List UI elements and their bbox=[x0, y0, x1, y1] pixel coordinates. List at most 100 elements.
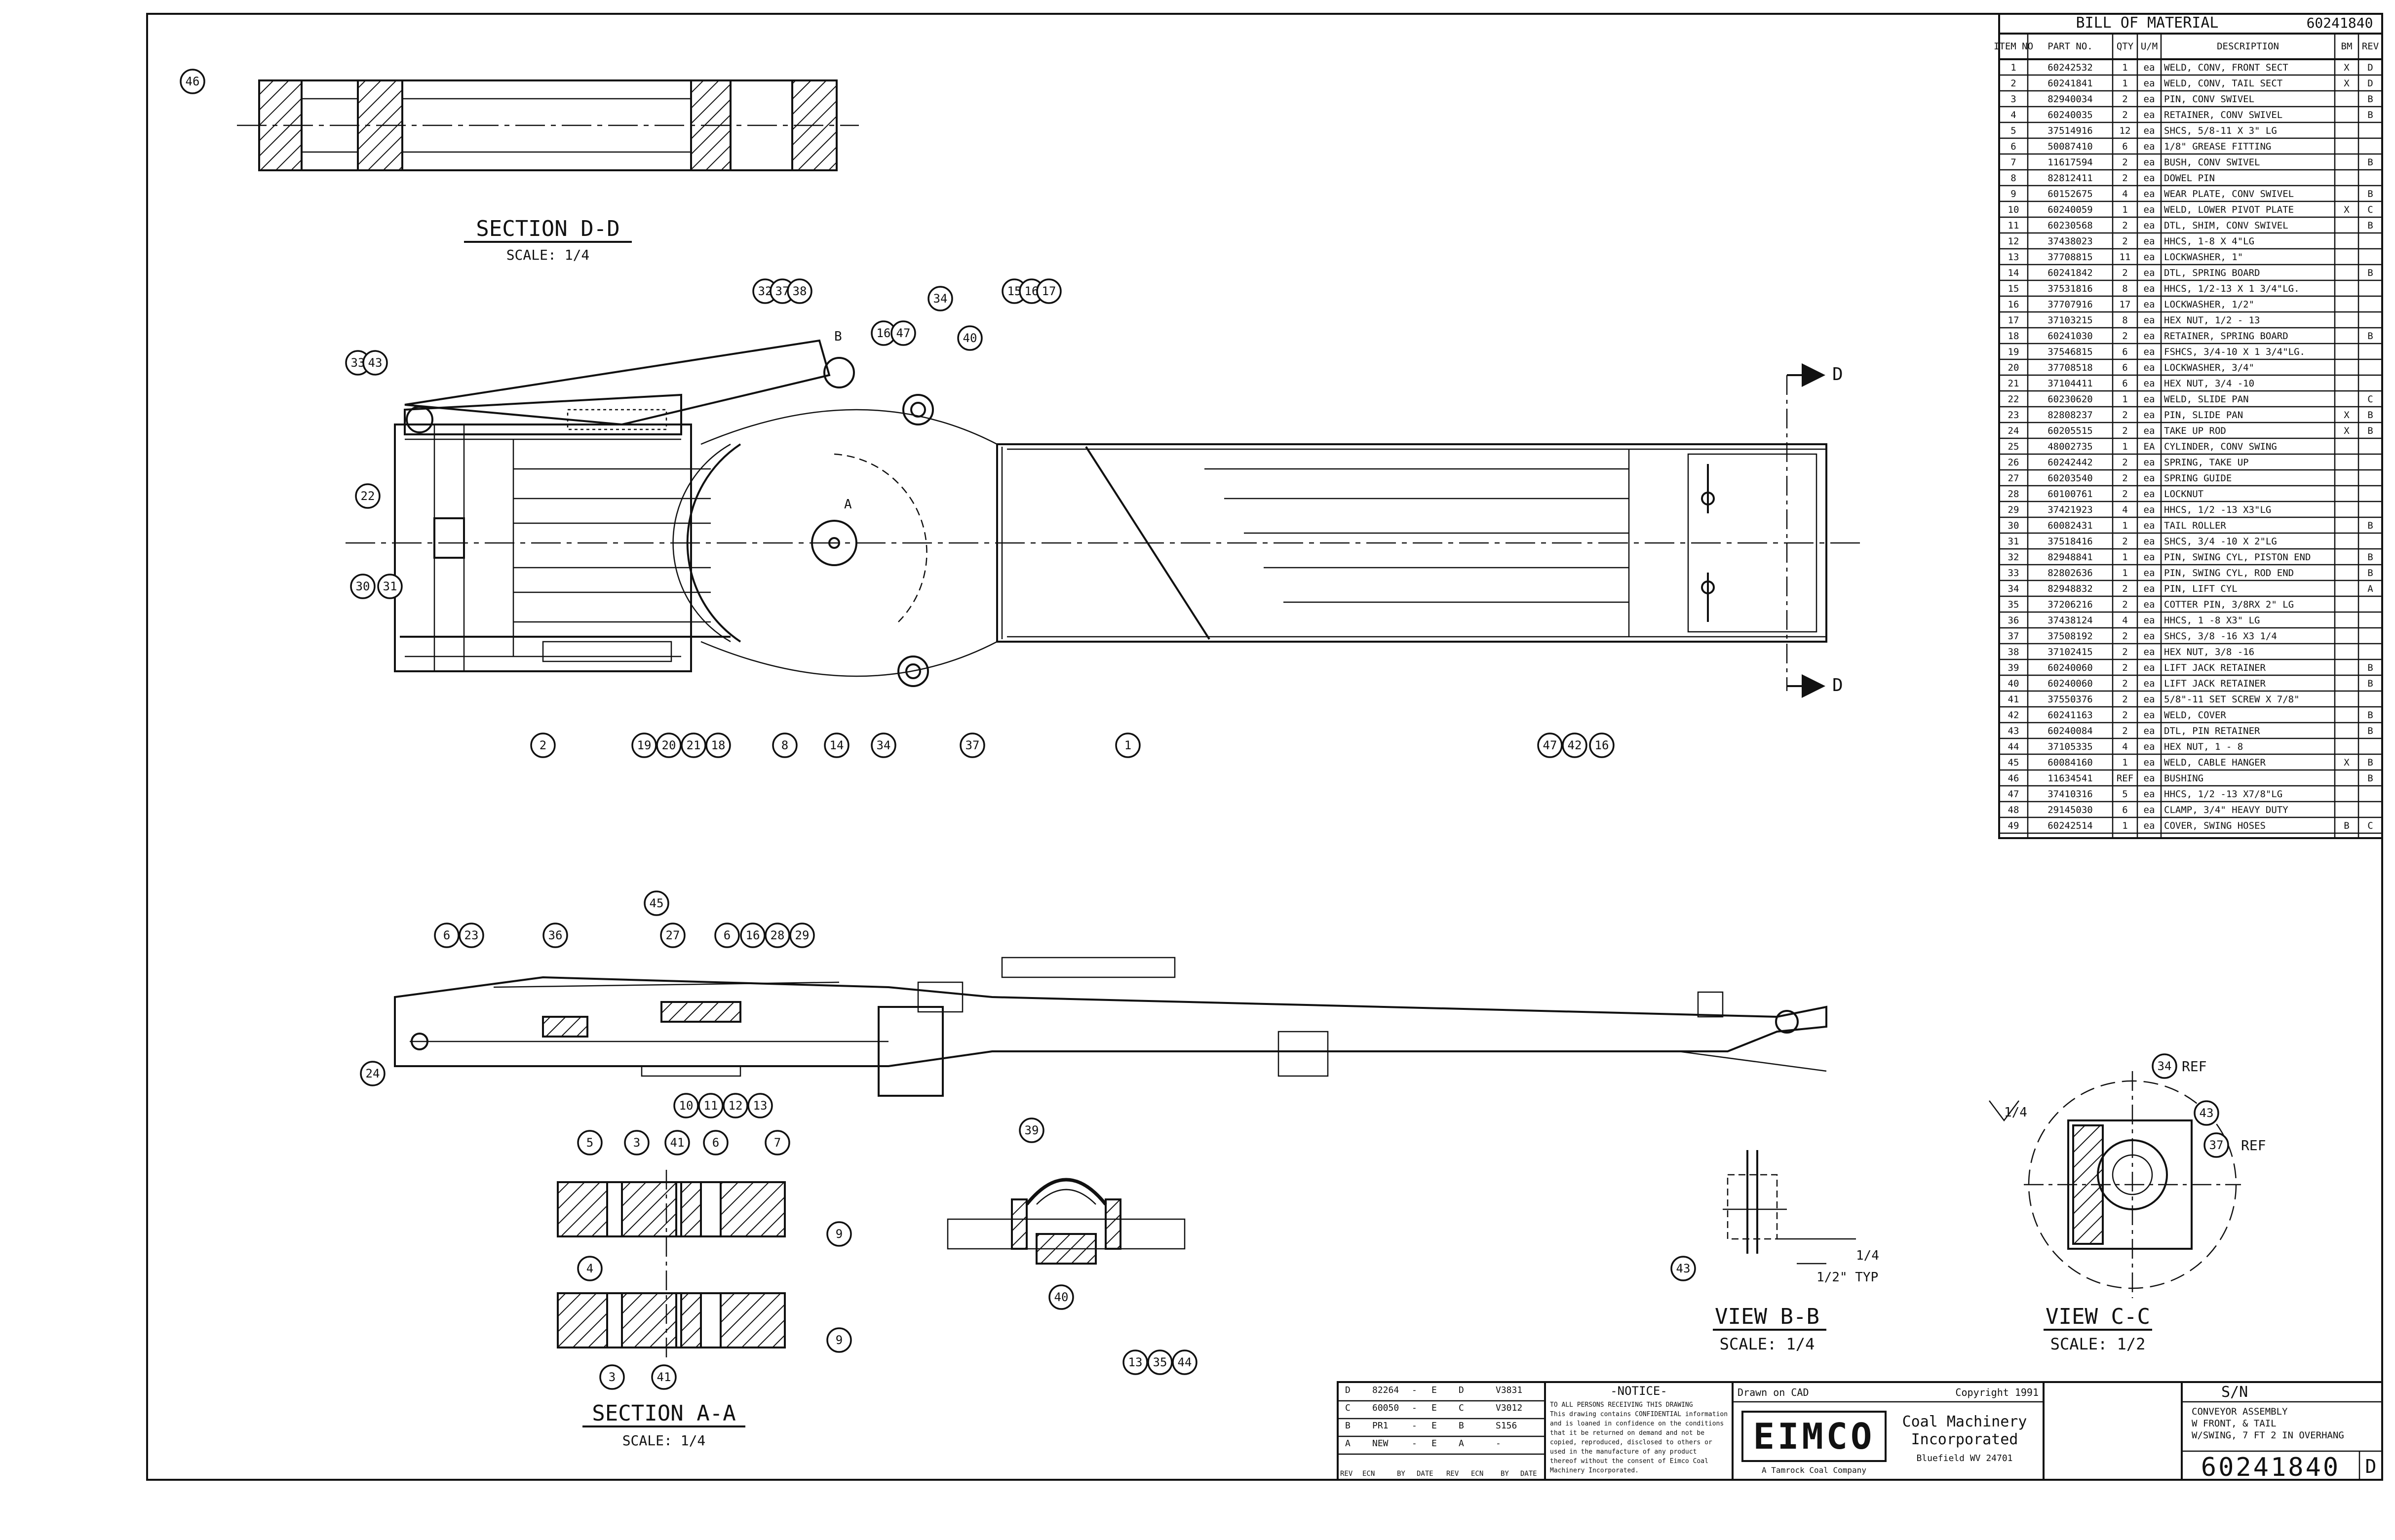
callout-bubble-top: 34 bbox=[871, 732, 896, 758]
bom-cell: 2 bbox=[2122, 268, 2127, 278]
callout-circle bbox=[789, 923, 815, 948]
callout-bubble-detail: 40 bbox=[1048, 1284, 1074, 1310]
callout-circle bbox=[824, 732, 850, 758]
callout-circle bbox=[360, 1061, 386, 1086]
bom-cell: 2 bbox=[2122, 157, 2127, 168]
bom-cell: 60152675 bbox=[2047, 189, 2093, 199]
bom-cell: 43 bbox=[2008, 726, 2019, 736]
callout-circle bbox=[350, 574, 376, 599]
bom-cell: HEX NUT, 1 - 8 bbox=[2164, 741, 2243, 752]
bom-cell: 37438023 bbox=[2047, 236, 2093, 247]
rev-cell: - bbox=[1412, 1421, 1417, 1431]
callout-circle bbox=[1147, 1349, 1173, 1375]
bom-cell: 37531816 bbox=[2047, 283, 2093, 294]
bom-cell: REF bbox=[2117, 773, 2133, 784]
callout-bubble-top: 47 bbox=[890, 320, 916, 346]
bom-cell: HEX NUT, 3/4 -10 bbox=[2164, 378, 2254, 389]
callout-bubble-detail: 41 bbox=[664, 1130, 690, 1155]
bom-cell: A bbox=[2367, 583, 2373, 594]
bom-cell: WELD, SLIDE PAN bbox=[2164, 394, 2249, 405]
callout-circle bbox=[826, 1327, 852, 1353]
callout-circle bbox=[705, 732, 731, 758]
callout-bubble-top: 20 bbox=[656, 732, 682, 758]
rev-cell: - bbox=[1412, 1403, 1417, 1413]
bom-cell: 60242532 bbox=[2047, 62, 2093, 73]
callout-bubble-side: 36 bbox=[542, 923, 568, 948]
callout-circle bbox=[656, 732, 682, 758]
bom-cell: 60240084 bbox=[2047, 726, 2093, 736]
callout-bubble-side: 16 bbox=[740, 923, 766, 948]
bom-cell: B bbox=[2367, 678, 2373, 689]
notice-line: TO ALL PERSONS RECEIVING THIS DRAWING bbox=[1550, 1401, 1693, 1409]
bom-cell: 20 bbox=[2008, 362, 2019, 373]
bom-cell: ea bbox=[2144, 457, 2155, 468]
callout-label: 6 bbox=[443, 928, 450, 942]
bom-cell: WELD, LOWER PIVOT PLATE bbox=[2164, 204, 2294, 215]
bom-cell: 37102415 bbox=[2047, 647, 2093, 657]
bom-cell: B bbox=[2367, 757, 2373, 768]
bom-cell: B bbox=[2367, 773, 2373, 784]
bom-cell: 40 bbox=[2008, 678, 2019, 689]
callout-circle bbox=[2152, 1053, 2177, 1079]
bom-cell: 36 bbox=[2008, 615, 2019, 626]
bom-cell: WELD, COVER bbox=[2164, 710, 2226, 721]
rev-cell: E bbox=[1431, 1385, 1437, 1395]
bom-cell: DTL, PIN RETAINER bbox=[2164, 726, 2260, 736]
callout-bubble-detail: 9 bbox=[826, 1221, 852, 1247]
company-line2: Incorporated bbox=[1911, 1431, 2018, 1448]
callout-label: 41 bbox=[670, 1136, 685, 1150]
bom-cell: 7 bbox=[2010, 157, 2016, 168]
bom-cell: 60240059 bbox=[2047, 204, 2093, 215]
cut-label-a: A bbox=[844, 497, 852, 512]
bom-cell: 50087410 bbox=[2047, 141, 2093, 152]
bom-cell: 60100761 bbox=[2047, 489, 2093, 500]
callout-bubble-side: 27 bbox=[660, 923, 686, 948]
bom-cell: 35 bbox=[2008, 599, 2019, 610]
section-dd-view bbox=[237, 79, 859, 171]
callout-label: 6 bbox=[712, 1136, 719, 1150]
bom-cell: 1 bbox=[2122, 520, 2127, 531]
rev-cell: PR1 bbox=[1372, 1421, 1389, 1431]
bom-cell: 82802636 bbox=[2047, 568, 2093, 578]
bom-cell: B bbox=[2367, 189, 2373, 199]
bom-cell: CLAMP, 3/4" HEAVY DUTY bbox=[2164, 805, 2288, 815]
bom-cell: B bbox=[2367, 220, 2373, 231]
bom-cell: ea bbox=[2144, 520, 2155, 531]
bom-cell: 6 bbox=[2122, 141, 2127, 152]
callout-bubble-top: 22 bbox=[355, 483, 381, 509]
rev-header: DATE bbox=[1417, 1470, 1433, 1478]
bom-cell: 2 bbox=[2122, 331, 2127, 342]
callout-bubble-detail: 3 bbox=[599, 1364, 625, 1390]
bom-cell: X bbox=[2344, 410, 2350, 421]
rev-cell: E bbox=[1431, 1403, 1437, 1413]
bom-cell: D bbox=[2367, 78, 2373, 89]
callout-label: 46 bbox=[186, 75, 200, 88]
bom-cell: 4 bbox=[2122, 741, 2127, 752]
bom-cell: 8 bbox=[2010, 173, 2016, 184]
callout-bubble-top: 18 bbox=[705, 732, 731, 758]
bom-cell: BUSH, CONV SWIVEL bbox=[2164, 157, 2260, 168]
callout-label: 34 bbox=[877, 738, 891, 752]
callout-label: 43 bbox=[368, 356, 383, 370]
rev-header: BY bbox=[1397, 1470, 1405, 1478]
bom-cell: 37546815 bbox=[2047, 346, 2093, 357]
rev-cell: - bbox=[1412, 1385, 1417, 1395]
view-bb bbox=[1723, 1150, 1856, 1265]
callout-label: 8 bbox=[781, 738, 788, 752]
callout-circle bbox=[664, 1130, 690, 1155]
bom-cell: ea bbox=[2144, 410, 2155, 421]
bom-cell: 60230568 bbox=[2047, 220, 2093, 231]
callout-bubble-detail: 3 bbox=[624, 1130, 650, 1155]
rev-cell: A bbox=[1459, 1438, 1464, 1449]
